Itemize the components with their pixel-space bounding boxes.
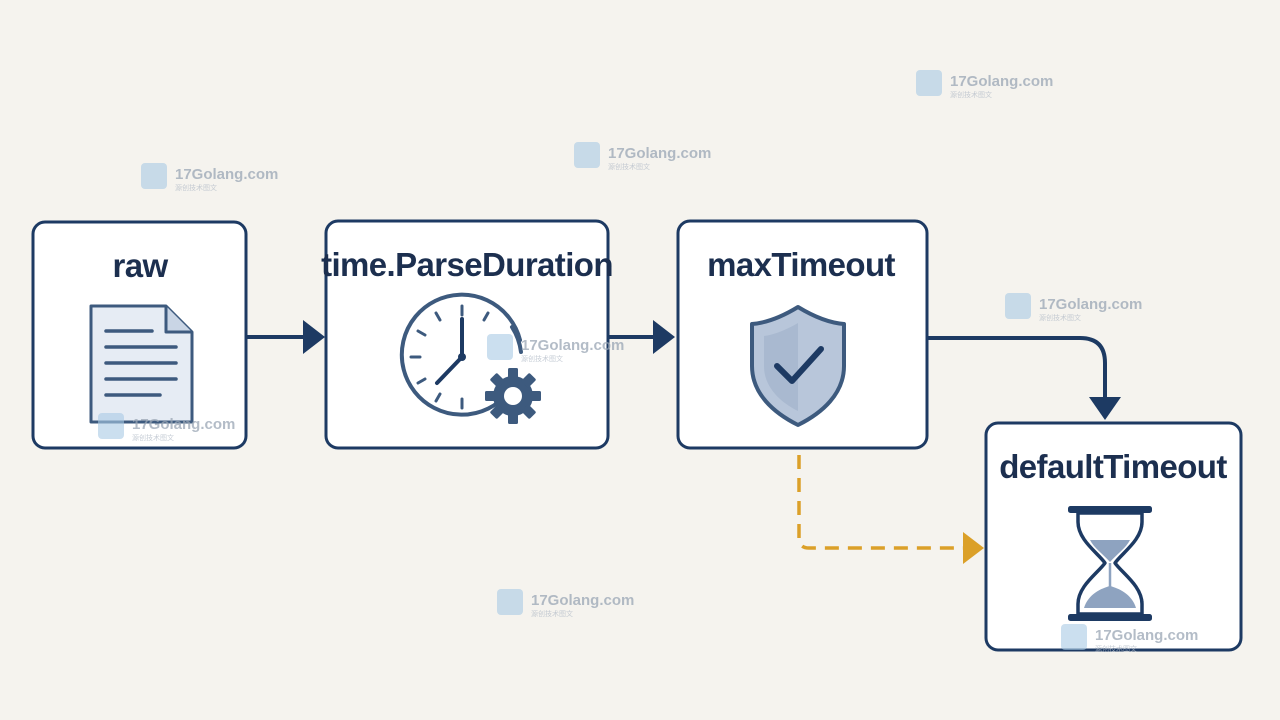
svg-text:源创技术图文: 源创技术图文 [175,183,217,192]
watermark: 17Golang.com 源创技术图文 [1005,293,1142,322]
node-raw: raw [31,220,248,450]
edge-max-to-default [928,336,1121,420]
clock-gear-icon [399,292,541,424]
svg-text:17Golang.com: 17Golang.com [521,337,624,354]
watermark: 17Golang.com 源创技术图文 [574,142,711,171]
svg-text:17Golang.com: 17Golang.com [1095,627,1198,644]
edge-raw-to-parse [246,320,325,354]
svg-text:17Golang.com: 17Golang.com [132,416,235,433]
document-icon [89,304,194,424]
svg-text:源创技术图文: 源创技术图文 [521,354,563,363]
svg-text:17Golang.com: 17Golang.com [1039,296,1142,313]
svg-text:17Golang.com: 17Golang.com [950,73,1053,90]
watermark: 17Golang.com 源创技术图文 [1061,624,1198,653]
node-max-timeout-label: maxTimeout [707,246,895,283]
svg-text:源创技术图文: 源创技术图文 [608,162,650,171]
watermark: 17Golang.com 源创技术图文 [487,334,624,363]
svg-text:源创技术图文: 源创技术图文 [950,90,992,99]
svg-text:源创技术图文: 源创技术图文 [531,609,573,618]
node-parse-duration-label: time.ParseDuration [321,246,613,283]
svg-text:源创技术图文: 源创技术图文 [1039,313,1081,322]
node-raw-label: raw [112,247,168,284]
svg-text:17Golang.com: 17Golang.com [608,145,711,162]
hourglass-icon [1068,506,1152,621]
svg-text:源创技术图文: 源创技术图文 [132,433,174,442]
node-max-timeout: maxTimeout [676,219,929,450]
edge-parse-to-max [608,320,675,354]
watermark: 17Golang.com 源创技术图文 [98,413,235,442]
svg-text:源创技术图文: 源创技术图文 [1095,644,1137,653]
edge-max-to-default-dashed [797,455,984,564]
node-default-timeout: defaultTimeout [984,421,1243,652]
watermark: 17Golang.com 源创技术图文 [141,163,278,192]
shield-check-icon [750,305,846,427]
watermark: 17Golang.com 源创技术图文 [497,589,634,618]
watermark: 17Golang.com 源创技术图文 [916,70,1053,99]
node-parse-duration: time.ParseDuration [321,219,613,450]
svg-text:17Golang.com: 17Golang.com [531,592,634,609]
svg-text:17Golang.com: 17Golang.com [175,166,278,183]
node-default-timeout-label: defaultTimeout [999,448,1227,485]
